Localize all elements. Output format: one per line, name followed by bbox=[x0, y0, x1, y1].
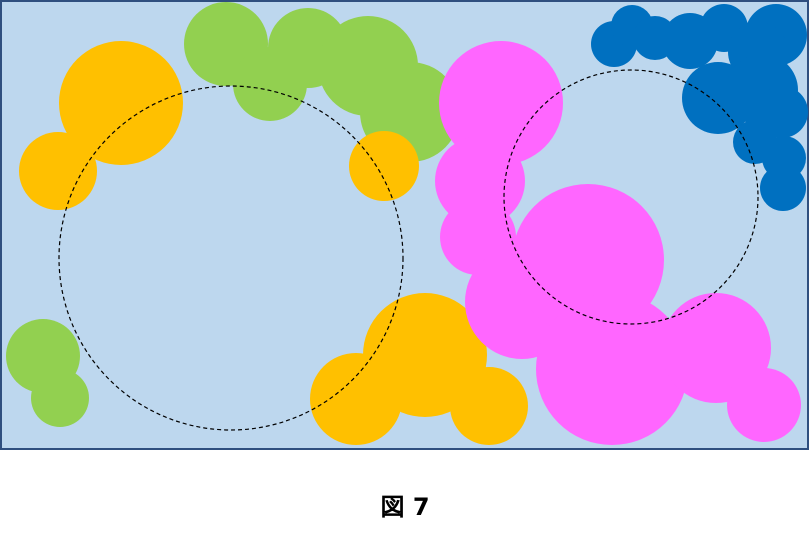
orange-circle bbox=[349, 131, 419, 201]
green-circle-group-bottom bbox=[6, 319, 89, 427]
blue-circle bbox=[760, 165, 806, 211]
orange-circle bbox=[450, 367, 528, 445]
orange-circle bbox=[59, 41, 183, 165]
magenta-circle bbox=[727, 368, 801, 442]
magenta-circle bbox=[536, 293, 688, 445]
blue-circle-group bbox=[591, 4, 808, 211]
magenta-circle bbox=[439, 41, 563, 165]
orange-circle-group-top bbox=[19, 41, 419, 210]
circle-diagram bbox=[0, 0, 809, 450]
dashed-outline-circle-right bbox=[503, 69, 759, 325]
green-circle bbox=[31, 369, 89, 427]
green-circle-group-top bbox=[184, 2, 460, 162]
magenta-circle-group bbox=[435, 41, 801, 445]
figure-caption: 図 7 bbox=[380, 493, 430, 521]
orange-circle bbox=[310, 353, 402, 445]
orange-circle bbox=[19, 132, 97, 210]
magenta-circle bbox=[435, 136, 525, 226]
blue-circle bbox=[756, 86, 808, 138]
dashed-outline-circle-left bbox=[58, 85, 404, 431]
orange-circle-group-bottom bbox=[310, 293, 528, 445]
